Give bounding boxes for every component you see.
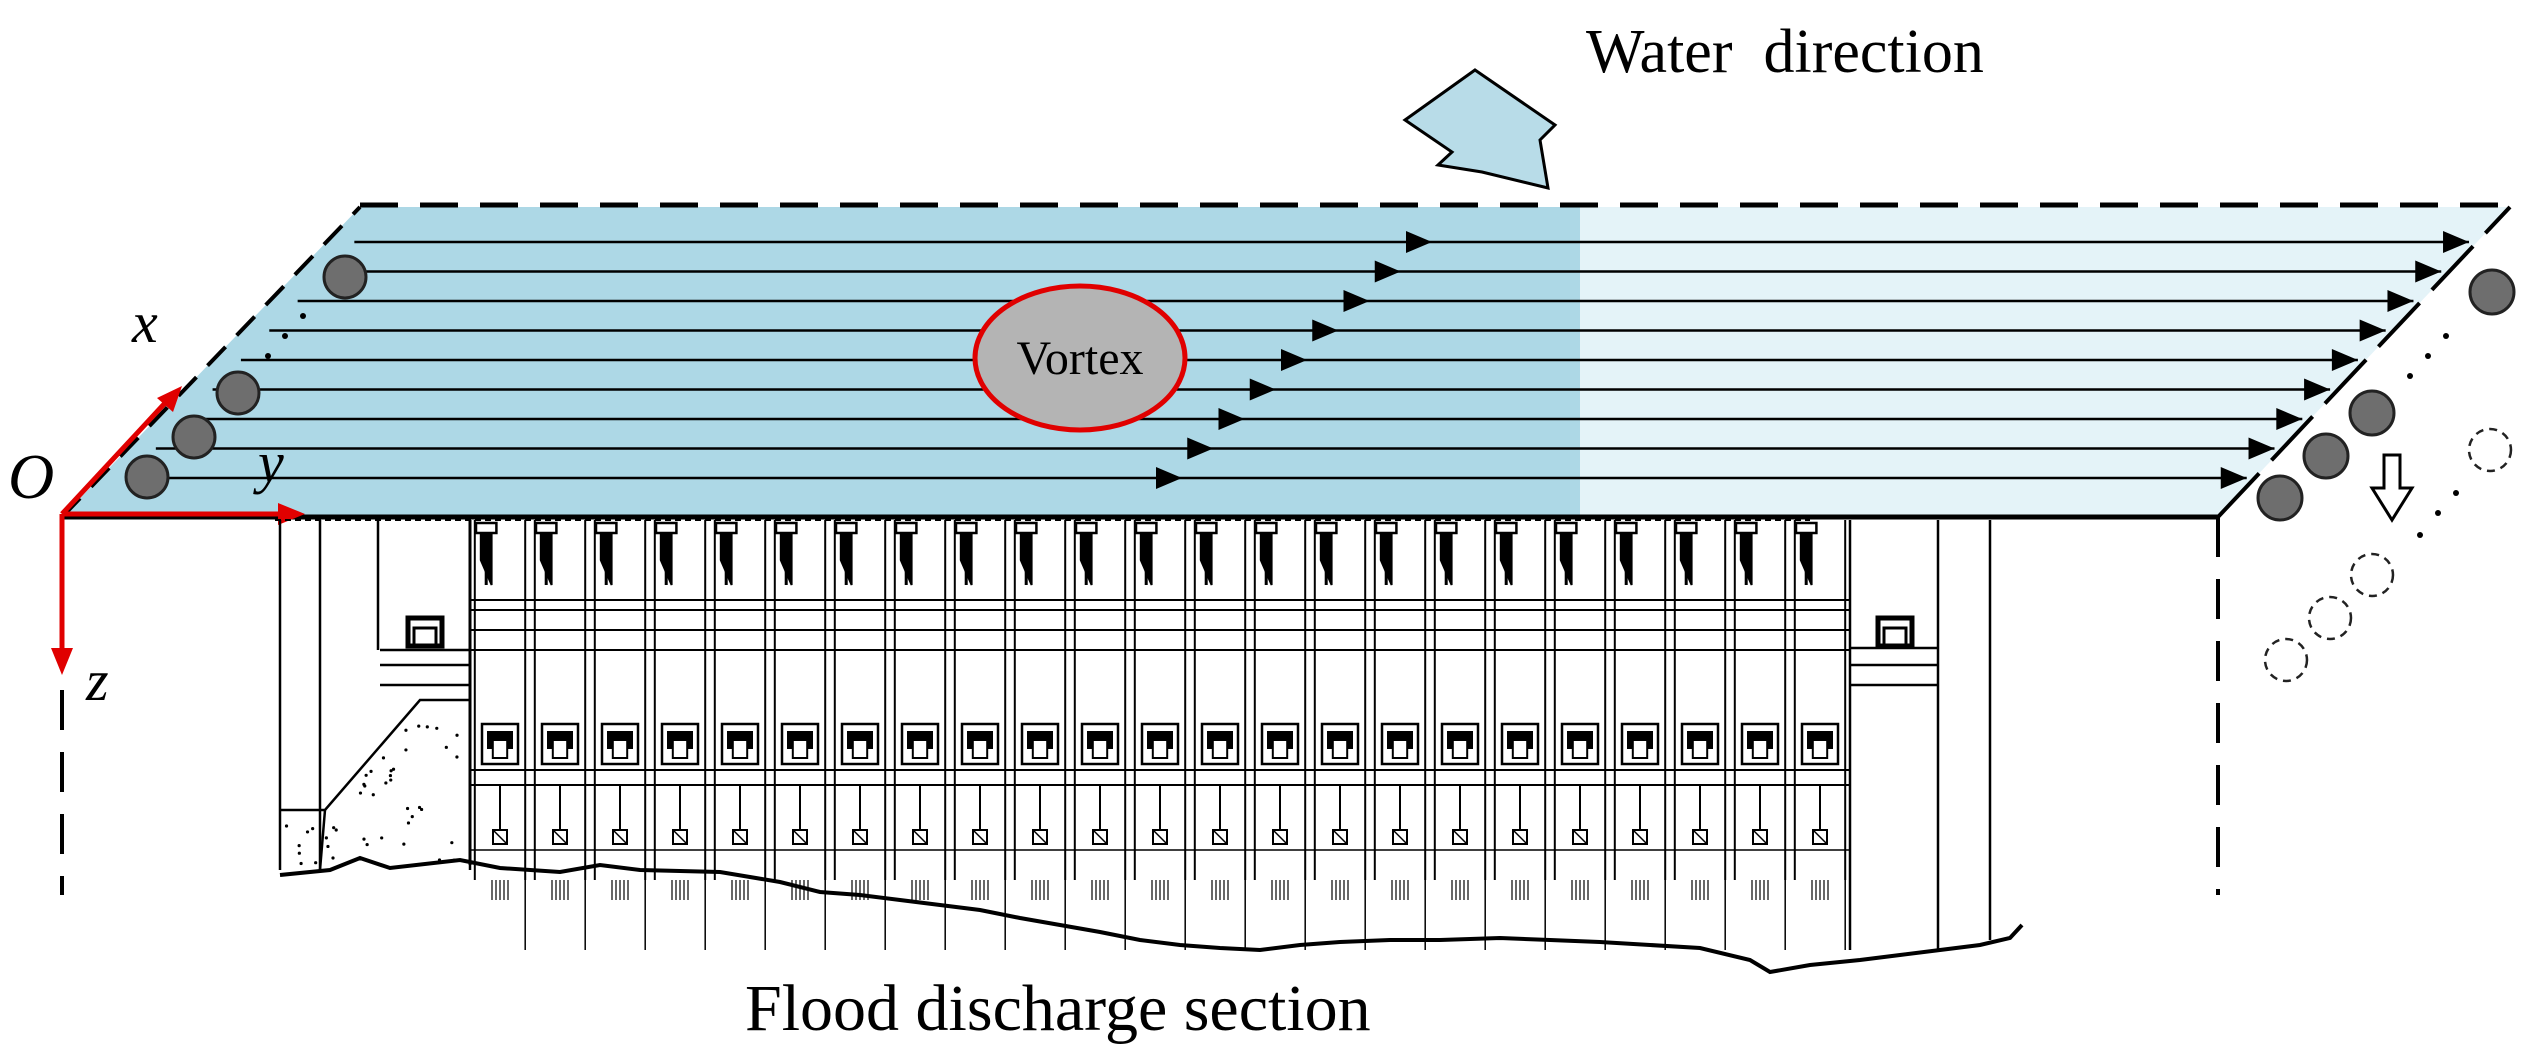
streamline-arrow <box>1281 349 1307 371</box>
streamline-arrow <box>1406 231 1432 253</box>
ellipsis-dot <box>2435 510 2441 516</box>
ellipsis-dot <box>300 313 306 319</box>
block-arrow-icon <box>1402 68 1558 190</box>
sphere-icon <box>215 370 261 416</box>
spillway-bay <box>710 520 770 950</box>
spillway-bay <box>470 520 530 950</box>
streamline-arrow <box>1312 319 1339 342</box>
water-surface-light <box>1580 207 2510 517</box>
streamline-arrow <box>2276 408 2303 430</box>
streamline-arrow <box>1218 408 1245 430</box>
sinking-particle <box>2349 552 2395 598</box>
streamline-arrow <box>2304 378 2331 401</box>
spillway-bay <box>1610 520 1670 950</box>
streamlines <box>127 231 2470 489</box>
x-axis-arrowhead <box>157 386 182 412</box>
spillway-bay <box>1490 520 1550 950</box>
left-abutment <box>278 520 472 871</box>
streamline-arrow <box>1156 467 1182 489</box>
streamline-arrow <box>2359 319 2386 342</box>
sphere-icon <box>124 454 170 500</box>
ellipsis-dot <box>2425 353 2431 359</box>
right-edge <box>2216 205 2512 519</box>
water-direction-label: Water direction <box>1586 18 1984 86</box>
streamline-arrow <box>2248 437 2275 460</box>
axis-z-label: z <box>85 648 109 713</box>
streamline-arrow <box>2415 260 2442 283</box>
ellipsis-dot <box>2453 490 2459 496</box>
streamline-arrow <box>2331 349 2358 371</box>
sinking-particle <box>2307 595 2353 641</box>
vortex: Vortex <box>972 283 1188 433</box>
water-surface-dark <box>62 207 1580 517</box>
sphere-icon <box>2302 432 2350 480</box>
spillway-bay <box>590 520 650 950</box>
spillway-bay <box>1550 520 1610 950</box>
y-axis-arrowhead <box>278 503 305 525</box>
spillway-bay <box>1790 520 1850 950</box>
foundation-line <box>279 855 2024 975</box>
outlet-particles <box>2256 268 2516 683</box>
spillway-bay <box>1190 520 1250 950</box>
spillway-bay <box>1370 520 1430 950</box>
ellipsis-dot <box>282 333 288 339</box>
left-edge <box>60 205 362 519</box>
spillway-bay <box>1310 520 1370 950</box>
water-direction: Water direction <box>1402 18 1984 190</box>
sphere-icon <box>171 414 217 460</box>
concrete-texture <box>284 724 459 866</box>
spillway-bay <box>1670 520 1730 950</box>
flood-section-label: Flood discharge section <box>745 972 1371 1045</box>
streamline-arrow <box>2220 467 2247 489</box>
right-abutment <box>1848 520 1992 950</box>
spillway-bay <box>770 520 830 950</box>
ellipsis-dot <box>265 353 271 359</box>
streamline-arrow <box>1249 378 1276 401</box>
streamline-arrow <box>2443 231 2470 253</box>
sphere-icon <box>322 254 368 300</box>
x-axis <box>60 400 168 516</box>
dam-elevation <box>275 519 2024 975</box>
axis-y-label: y <box>253 430 284 495</box>
ellipsis-dot <box>2443 333 2449 339</box>
axis-origin-label: O <box>8 441 54 512</box>
streamline-arrow <box>2387 290 2414 312</box>
vortex-label: Vortex <box>1016 332 1143 385</box>
spillway-bay <box>1130 520 1190 950</box>
vortex-ellipse <box>972 283 1188 433</box>
spillway-bay <box>830 520 890 950</box>
spillway-bay <box>950 520 1010 950</box>
down-arrow-icon <box>2369 453 2415 523</box>
streamline-arrow <box>1343 290 1370 312</box>
streamline-arrow <box>1374 260 1401 283</box>
sphere-icon <box>2468 268 2516 316</box>
spillway-bay <box>1010 520 1070 950</box>
spillway-bay <box>1730 520 1790 950</box>
sinking-particle <box>2467 427 2513 473</box>
axis-x-label: x <box>131 290 158 355</box>
ellipsis-dot <box>2407 373 2413 379</box>
streamline-arrow <box>1187 437 1214 460</box>
spillway-bay <box>650 520 710 950</box>
spillway-bay <box>1430 520 1490 950</box>
spillway-bay <box>1250 520 1310 950</box>
coordinate-axes: O x y z <box>8 290 305 713</box>
water-surface <box>60 202 2512 895</box>
spillway-bay <box>530 520 590 950</box>
ellipsis-dot <box>2417 532 2423 538</box>
sphere-icon <box>2256 474 2304 522</box>
spillway-bays <box>470 520 1850 950</box>
sinking-particle <box>2263 637 2309 683</box>
spillway-bay <box>890 520 950 950</box>
inlet-particles <box>124 254 368 500</box>
sphere-icon <box>2348 389 2396 437</box>
spillway-bay <box>1070 520 1130 950</box>
z-axis-arrowhead <box>51 648 73 675</box>
